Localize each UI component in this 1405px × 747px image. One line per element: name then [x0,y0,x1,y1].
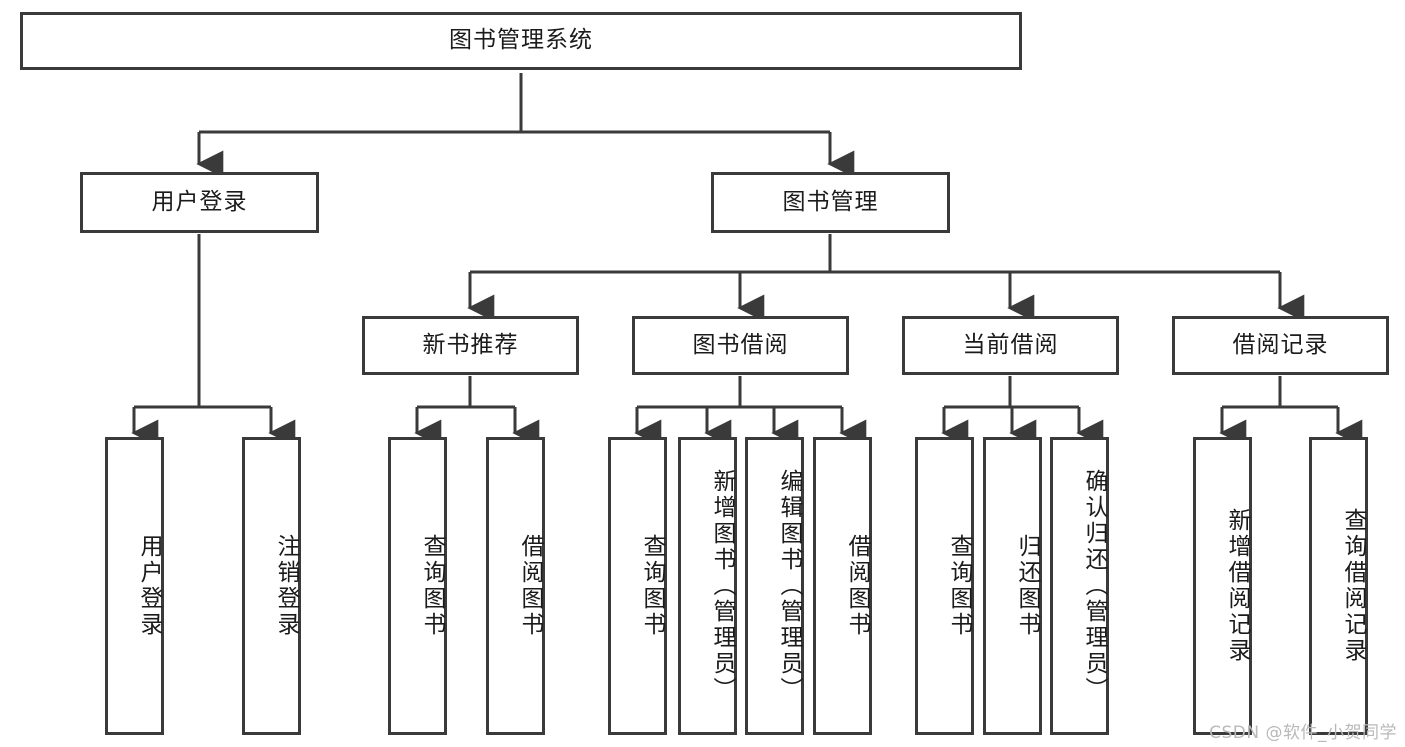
node-borrow-record[interactable]: 借阅记录 [1172,316,1389,375]
leaf-query-borrow-record[interactable]: 查询借阅记录 [1309,437,1368,735]
node-user-login[interactable]: 用户登录 [80,172,319,233]
leaf-query-book-recommend[interactable]: 查询图书 [388,437,447,735]
leaf-add-borrow-record[interactable]: 新增借阅记录 [1193,437,1252,735]
leaf-label: 查询图书 [639,534,665,638]
node-new-book-recommend[interactable]: 新书推荐 [362,316,579,375]
leaf-return-book[interactable]: 归还图书 [983,437,1042,735]
leaf-query-book-borrow[interactable]: 查询图书 [608,437,667,735]
leaf-confirm-return-admin[interactable]: 确认归还（管理员） [1050,437,1109,735]
leaf-borrow-book-recommend[interactable]: 借阅图书 [486,437,545,735]
leaf-logout-login[interactable]: 注销登录 [242,437,301,735]
node-root-system[interactable]: 图书管理系统 [20,12,1022,70]
leaf-label: 注销登录 [273,534,299,638]
node-current-borrow[interactable]: 当前借阅 [902,316,1119,375]
leaf-label: 新增借阅记录 [1224,508,1250,664]
leaf-borrow-book-borrow[interactable]: 借阅图书 [813,437,872,735]
csdn-watermark: CSDN @软件_小贺同学 [1209,723,1397,743]
leaf-label: 新增图书（管理员） [709,469,735,703]
leaf-add-book-admin[interactable]: 新增图书（管理员） [678,437,737,735]
leaf-label: 查询图书 [419,534,445,638]
leaf-label: 查询图书 [946,534,972,638]
leaf-label: 借阅图书 [844,534,870,638]
node-book-borrow[interactable]: 图书借阅 [632,316,849,375]
node-book-manage[interactable]: 图书管理 [711,172,950,233]
leaf-label: 归还图书 [1014,534,1040,638]
leaf-user-login[interactable]: 用户登录 [105,437,164,735]
leaf-label: 借阅图书 [517,534,543,638]
leaf-label: 编辑图书（管理员） [776,469,802,703]
leaf-label: 确认归还（管理员） [1081,469,1107,703]
leaf-label: 查询借阅记录 [1340,508,1366,664]
leaf-label: 用户登录 [136,534,162,638]
leaf-query-book-current[interactable]: 查询图书 [915,437,974,735]
leaf-edit-book-admin[interactable]: 编辑图书（管理员） [745,437,804,735]
